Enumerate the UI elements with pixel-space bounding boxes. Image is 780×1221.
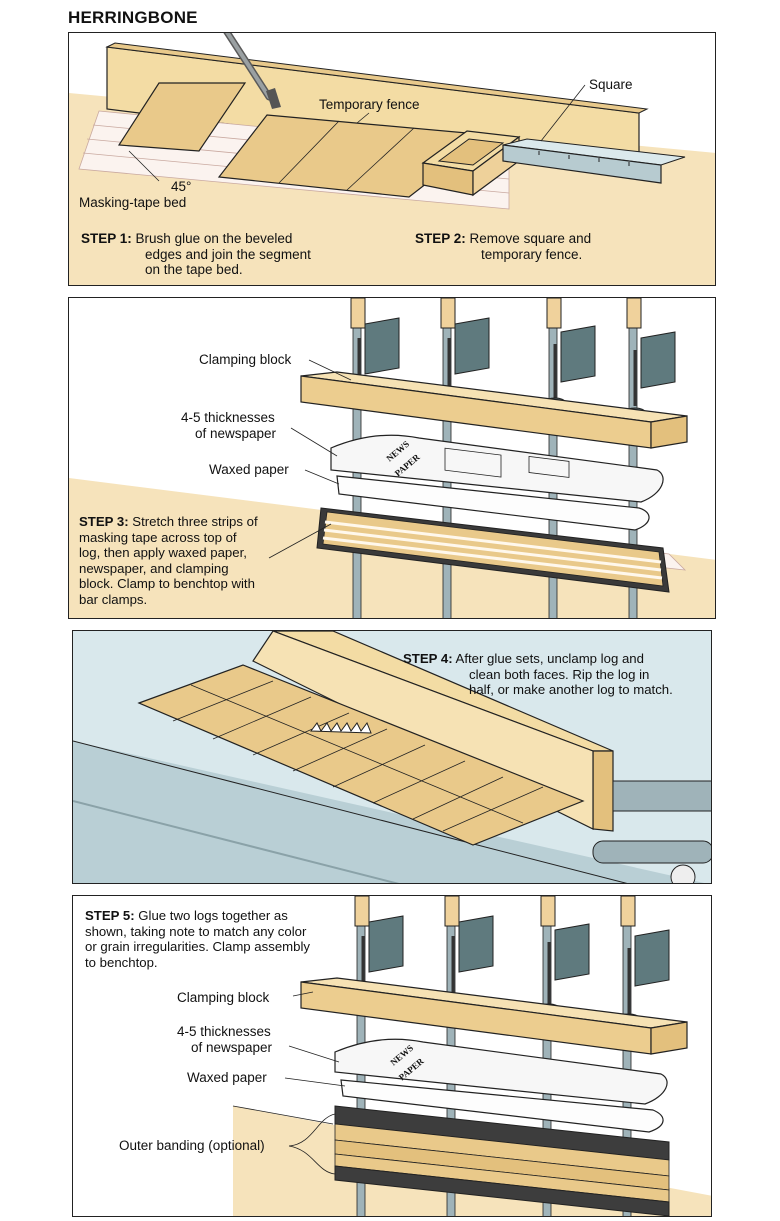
label-waxed-paper: Waxed paper: [209, 462, 289, 477]
steel-square: [502, 138, 686, 184]
step-1-line-2: edges and join the segment: [145, 246, 311, 262]
step-4-label: STEP 4:: [403, 651, 453, 666]
panel-step-5: STEP 5: Glue two logs together as shown,…: [72, 895, 712, 1217]
step-1-text: STEP 1: Brush glue on the beveled edges …: [81, 231, 381, 278]
step-4-line-2: clean both faces. Rip the log in: [469, 666, 650, 682]
table-edge: [73, 741, 705, 883]
step-4-line-1: After glue sets, unclamp log and: [455, 651, 644, 666]
step-3-line-3: log, then apply waxed paper,: [79, 545, 247, 560]
panel-step-3: Clamping block 4-5 thicknesses of newspa…: [68, 297, 716, 619]
step-3-line-4: newspaper, and clamping: [79, 560, 229, 576]
step-2-label: STEP 2:: [415, 231, 466, 246]
outer-banding-bottom: [334, 1165, 670, 1216]
newspaper-stack: [334, 1038, 668, 1105]
label-newspaper-line-2: of newspaper: [191, 1040, 273, 1055]
panel1-illustration: [69, 33, 715, 285]
step-2-text: STEP 2: Remove square and temporary fenc…: [415, 231, 705, 262]
panel-step-4: STEP 4: After glue sets, unclamp log and…: [72, 630, 712, 884]
step-1-label: STEP 1:: [81, 231, 132, 246]
step-3-line-6: bar clamps.: [79, 591, 148, 607]
joined-segments: [217, 114, 491, 198]
figure-title: HERRINGBONE: [68, 8, 198, 27]
step-4-line-3: half, or make another log to match.: [469, 682, 673, 697]
step-3-label: STEP 3:: [79, 514, 129, 529]
label-clamping-block: Clamping block: [177, 990, 270, 1005]
step-3-line-1: Stretch three strips of: [132, 514, 258, 529]
log-on-tape: [316, 507, 687, 593]
panel-step-1-2: Temporary fence Square 45° Masking-tape …: [68, 32, 716, 286]
step-5-line-2: shown, taking note to match any color: [85, 923, 307, 939]
step-3-text: STEP 3: Stretch three strips of masking …: [79, 514, 309, 607]
label-waxed-paper: Waxed paper: [187, 1070, 267, 1085]
saw-blade: [310, 721, 372, 734]
label-square: Square: [589, 77, 633, 92]
spacer-block: [421, 130, 521, 197]
label-temporary-fence: Temporary fence: [319, 97, 420, 112]
step-1-line-1: Brush glue on the beveled: [135, 231, 293, 246]
step-5-label: STEP 5:: [85, 908, 135, 923]
label-newspaper-line-2: of newspaper: [195, 426, 277, 441]
step-5-line-3: or grain irregularities. Clamp assembly: [85, 939, 310, 954]
step-4-text: STEP 4: After glue sets, unclamp log and…: [403, 651, 711, 698]
loose-segment: [117, 82, 247, 152]
step-3-line-5: block. Clamp to benchtop with: [79, 576, 255, 591]
step-2-line-2: temporary fence.: [481, 246, 583, 262]
label-masking-tape-bed: Masking-tape bed: [79, 195, 187, 210]
label-45-degrees: 45°: [171, 179, 192, 194]
step-5-line-1: Glue two logs together as: [138, 908, 288, 923]
step-1-line-3: on the tape bed.: [145, 262, 243, 277]
herringbone-log: [137, 664, 585, 846]
label-outer-banding: Outer banding (optional): [119, 1138, 265, 1153]
step-5-text: STEP 5: Glue two logs together as shown,…: [85, 908, 385, 970]
newspaper-stack: [330, 434, 664, 503]
log-stack: [334, 1105, 670, 1216]
clamping-block: [300, 371, 688, 449]
panel4-illustration: [232, 896, 711, 1216]
panel2-illustration: [69, 298, 715, 618]
label-newspaper-line-1: 4-5 thicknesses: [181, 410, 275, 425]
miter-slot: [73, 800, 400, 883]
step-3-line-2: masking tape across top of: [79, 529, 237, 545]
clamping-block: [300, 977, 688, 1055]
panel3-illustration: [73, 631, 711, 883]
glue-brush: [223, 33, 281, 109]
waxed-paper: [340, 1079, 664, 1133]
step-5-line-4: to benchtop.: [85, 954, 158, 970]
label-clamping-block: Clamping block: [199, 352, 292, 367]
waxed-paper: [336, 475, 650, 531]
step-2-line-1: Remove square and: [469, 231, 592, 246]
label-newspaper-line-1: 4-5 thicknesses: [177, 1024, 271, 1039]
fence-rail: [592, 780, 711, 883]
